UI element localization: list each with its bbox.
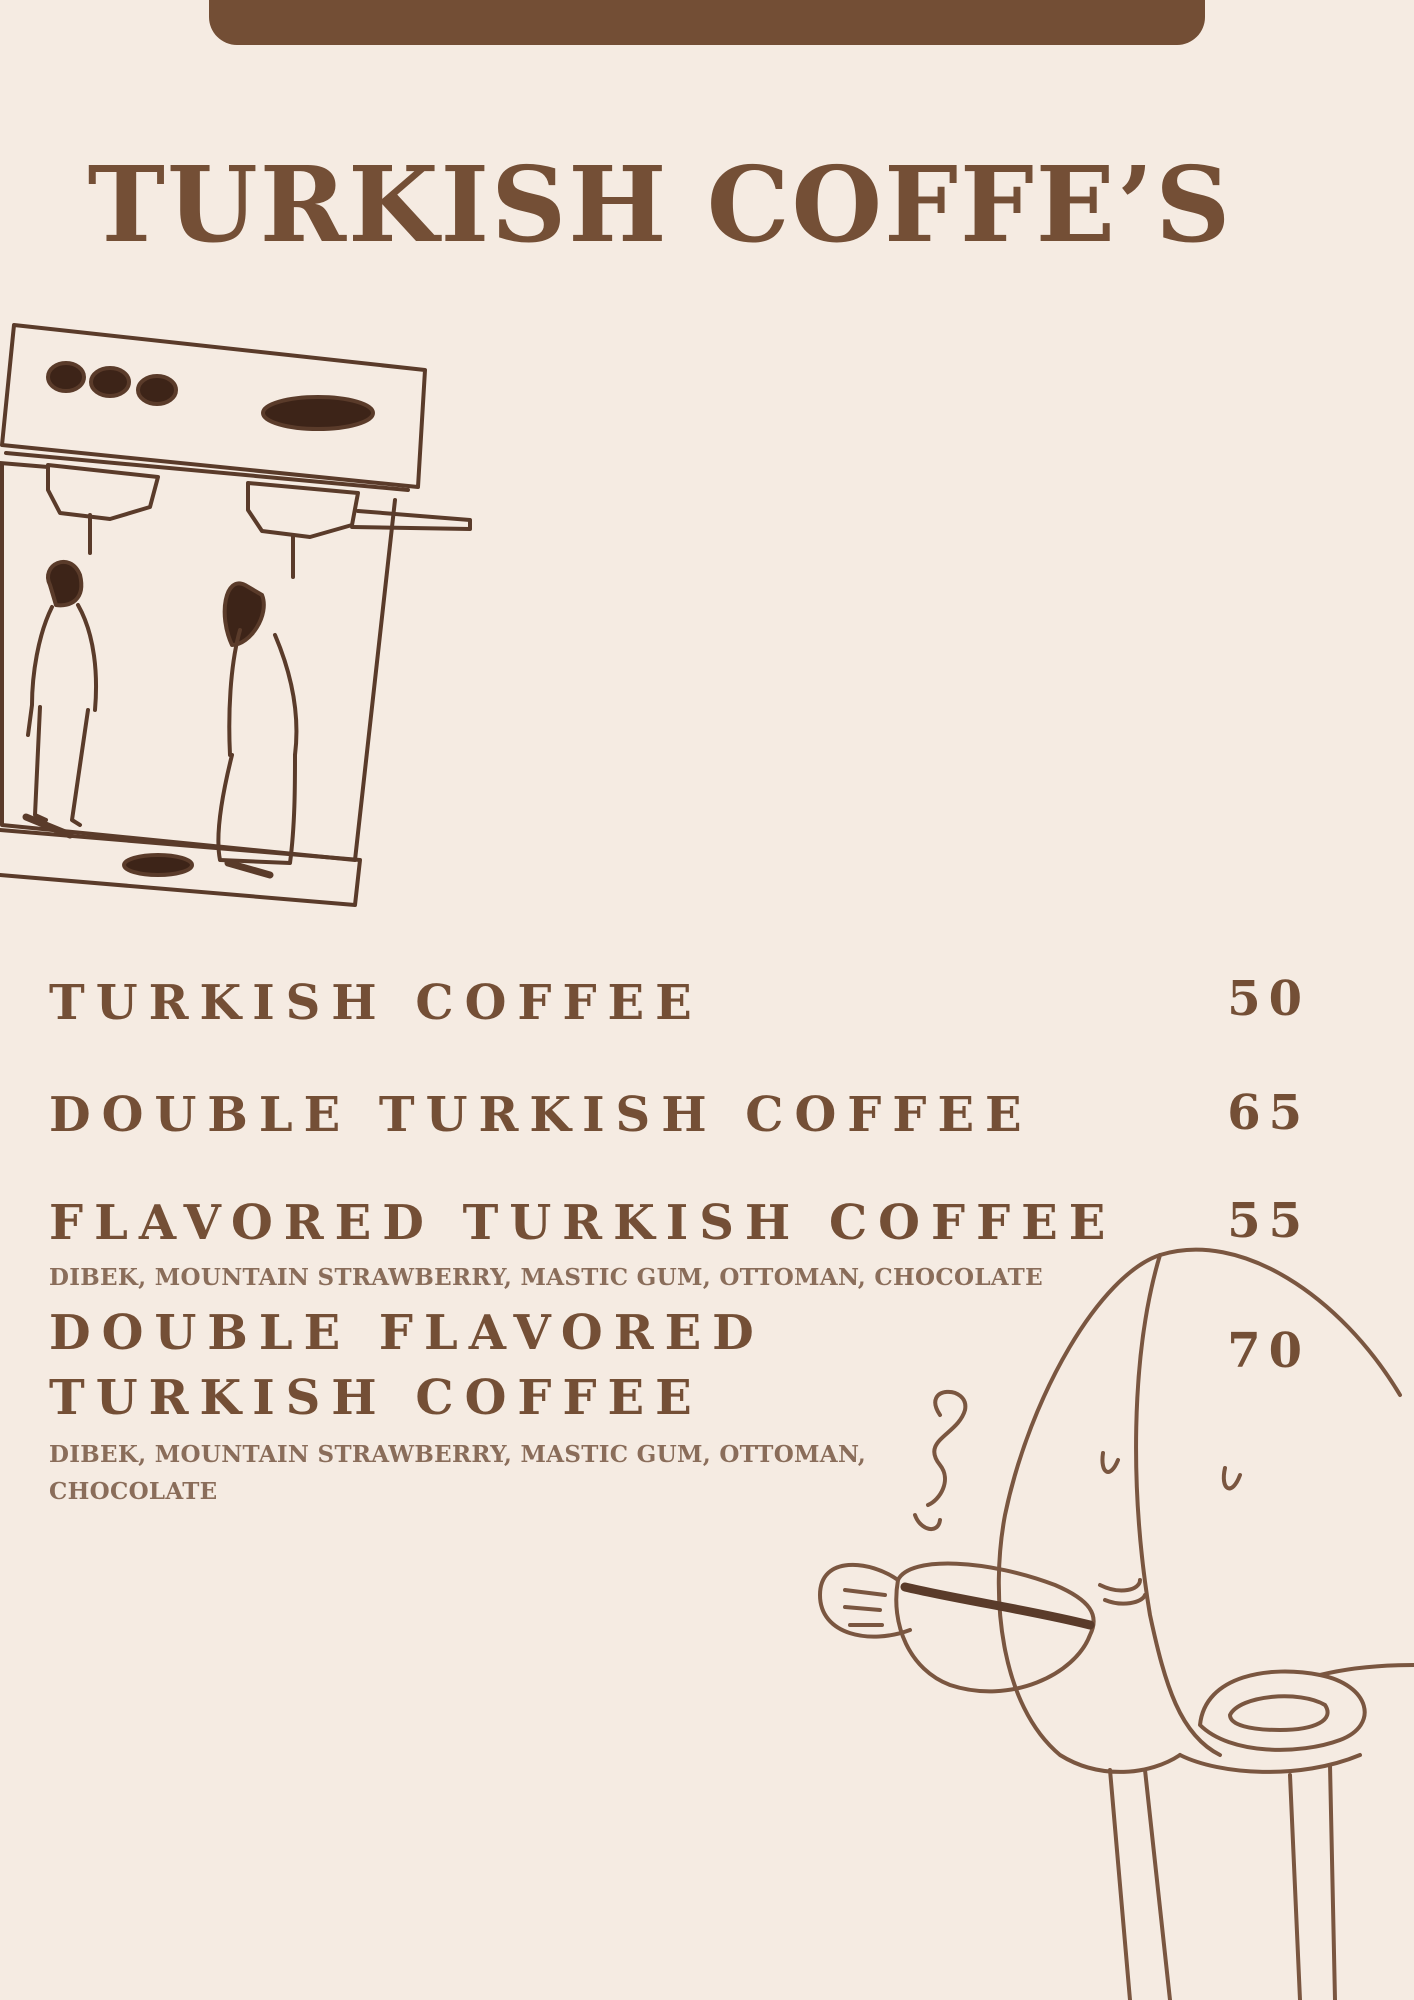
menu-item-name: TURKISH COFFEE: [49, 975, 703, 1031]
menu-item-name-line1: DOUBLE FLAVORED: [49, 1305, 765, 1361]
menu-item-description-line2: CHOCOLATE: [49, 1478, 218, 1505]
menu-item-name: FLAVORED TURKISH COFFEE: [49, 1195, 1117, 1251]
menu-item-name: DOUBLE TURKISH COFFEE: [49, 1087, 1033, 1143]
menu-item-name-line2: TURKISH COFFEE: [49, 1370, 703, 1426]
menu-item-price: 50: [1227, 971, 1310, 1027]
menu-item-price: 65: [1227, 1085, 1310, 1141]
menu-item-price: 55: [1227, 1193, 1310, 1249]
menu-title: TURKISH COFFE’S: [87, 143, 1233, 266]
top-banner-bar: [209, 0, 1205, 45]
menu-item-price: 70: [1227, 1323, 1310, 1379]
coffee-bean-character-illustration: [818, 1247, 1414, 2000]
menu-item-description-line1: DIBEK, MOUNTAIN STRAWBERRY, MASTIC GUM, …: [49, 1441, 867, 1468]
espresso-machine-illustration: [0, 323, 472, 907]
menu-item-description: DIBEK, MOUNTAIN STRAWBERRY, MASTIC GUM, …: [49, 1264, 1043, 1291]
